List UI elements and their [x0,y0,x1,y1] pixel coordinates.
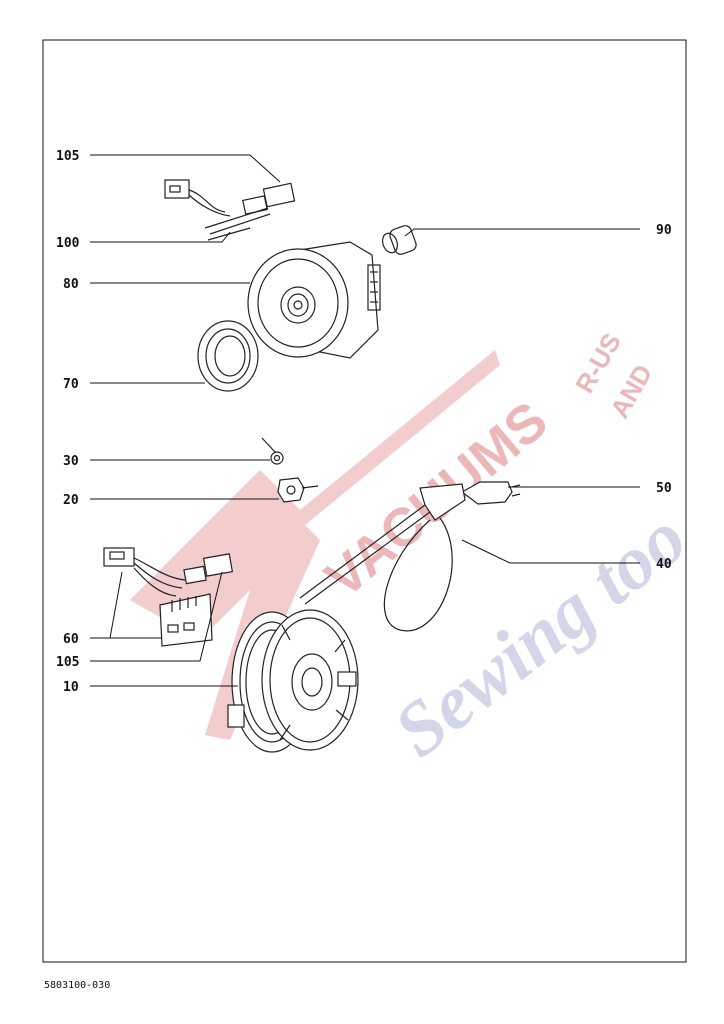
callout-70: 70 [63,377,79,392]
leader-105-top [90,154,281,183]
callout-20: 20 [63,493,79,508]
callout-40: 40 [656,557,672,572]
motor-assembly [247,241,381,359]
spring-clip [261,437,284,465]
callout-60: 60 [63,632,79,647]
leader-100 [90,231,231,243]
mains-plug-cord [299,481,521,632]
callout-labels: 105 100 90 80 70 30 20 50 40 60 105 10 [56,149,672,695]
reel-brake [277,477,319,503]
motor-gasket-ring [197,320,259,392]
callout-90: 90 [656,223,672,238]
callout-10: 10 [63,680,79,695]
switch-harness-lower [103,547,234,647]
cable-reel [227,609,359,753]
callout-30: 30 [63,454,79,469]
wire-harness-top [164,179,296,241]
callout-105-lower: 105 [56,655,79,670]
watermark-v-shape [130,350,500,740]
leader-40 [461,539,640,564]
drawing-frame [42,39,687,963]
leader-lines [90,154,640,687]
callout-80: 80 [63,277,79,292]
motor-brush-cap [381,225,417,255]
leader-90 [404,228,640,237]
callout-105-top: 105 [56,149,79,164]
watermark-word-and: AND [604,359,658,423]
leader-105-lower [90,571,223,662]
document-number: 5803100-030 [44,980,111,991]
callout-50: 50 [656,481,672,496]
watermark: VACUUMS R-US AND Sewing too [130,328,702,773]
leader-60-a [90,571,123,639]
callout-100: 100 [56,236,80,251]
